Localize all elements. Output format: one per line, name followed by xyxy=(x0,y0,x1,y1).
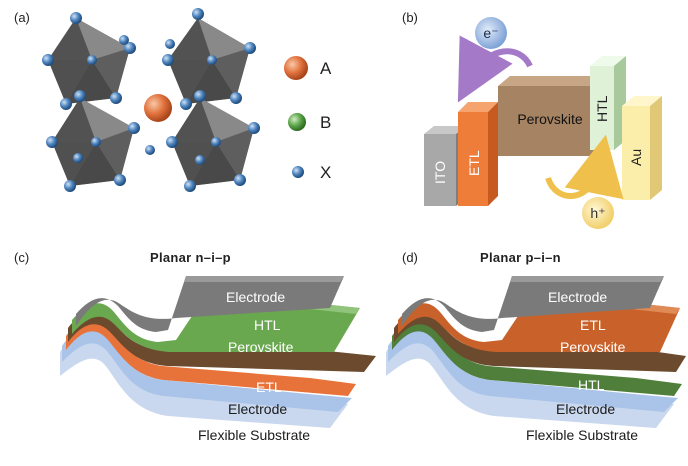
au-layer: Au xyxy=(622,96,662,200)
panel-d-label: (d) xyxy=(402,250,418,265)
panel-d: (d) Planar p–i–n Electrode ETL Perovskit… xyxy=(386,250,686,443)
d-electrode-bottom-label: Electrode xyxy=(556,401,615,417)
au-label: Au xyxy=(628,149,644,166)
bottom-electrode-d xyxy=(388,323,678,412)
htl-label-b: HTL xyxy=(594,95,610,122)
panel-b-label: (b) xyxy=(402,10,418,25)
panel-d-title: Planar p–i–n xyxy=(480,250,561,265)
panel-c-label: (c) xyxy=(14,250,29,265)
electron-label: e⁻ xyxy=(483,25,498,41)
htl-layer-d xyxy=(392,317,682,396)
perovskite-label-b: Perovskite xyxy=(517,111,583,127)
bottom-electrode-c xyxy=(62,323,352,412)
perovskite-layer-c xyxy=(68,309,376,372)
perovskite-layer-d xyxy=(394,309,686,372)
d-htl-label: HTL xyxy=(578,377,605,393)
d-perovskite-label: Perovskite xyxy=(560,339,626,355)
c-etl-label: ETL xyxy=(256,379,282,395)
legend-x-label: X xyxy=(320,163,331,182)
legend-b-marker xyxy=(288,113,306,131)
ito-label: ITO xyxy=(432,161,448,184)
panel-c: (c) Planar n–i–p Electrode HTL Perovskit… xyxy=(14,250,376,443)
top-electrode-c xyxy=(76,276,344,332)
etl-layer-c xyxy=(66,317,356,396)
hole-label: h⁺ xyxy=(590,205,605,221)
legend-a-label: A xyxy=(320,59,332,78)
panel-b: (b) e⁻ ITO ETL Perovskite xyxy=(402,10,662,229)
a-site-cation xyxy=(144,94,172,122)
electron-transfer-arrow xyxy=(457,35,533,103)
site-legend: A B X xyxy=(284,56,332,182)
c-perovskite-label: Perovskite xyxy=(228,339,294,355)
legend-a-marker xyxy=(284,56,308,80)
perovskite-lattice xyxy=(42,8,260,192)
c-electrode-bottom-label: Electrode xyxy=(228,401,287,417)
legend-x-marker xyxy=(292,166,304,178)
d-substrate-label: Flexible Substrate xyxy=(526,427,638,443)
top-electrode-d xyxy=(402,276,664,332)
c-substrate-label: Flexible Substrate xyxy=(198,427,310,443)
legend-b-label: B xyxy=(320,113,331,132)
d-etl-label: ETL xyxy=(580,317,606,333)
panel-a: (a) xyxy=(14,8,332,192)
hole-icon xyxy=(582,197,614,229)
panel-a-label: (a) xyxy=(14,10,30,25)
etl-label-b: ETL xyxy=(466,150,482,176)
x-site-anions xyxy=(42,8,260,192)
d-electrode-top-label: Electrode xyxy=(548,289,607,305)
c-htl-label: HTL xyxy=(254,317,281,333)
c-electrode-top-label: Electrode xyxy=(226,289,285,305)
htl-layer-b: HTL xyxy=(590,56,626,150)
panel-c-title: Planar n–i–p xyxy=(150,250,231,265)
hole-transfer-arrow xyxy=(545,134,624,200)
etl-layer-b: ETL xyxy=(458,102,498,206)
